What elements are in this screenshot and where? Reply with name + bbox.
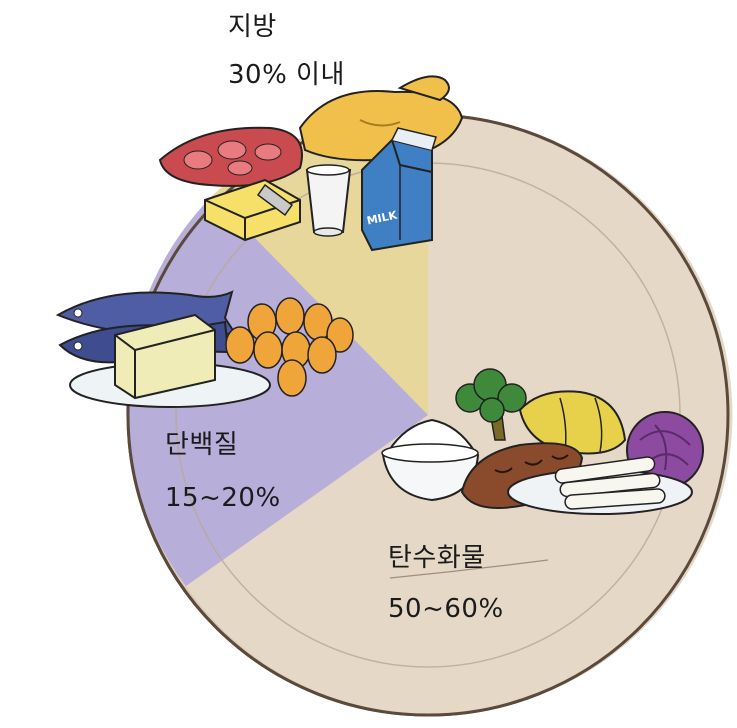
protein-label-name: 단백질: [165, 430, 239, 460]
protein-foods: [55, 290, 354, 408]
fat-label-range: 30% 이내: [228, 60, 345, 90]
carbohydrate-label-range: 50~60%: [388, 594, 504, 624]
milk-carton-label: MILK: [366, 208, 399, 227]
eggs-icon: [225, 297, 354, 397]
sweet-potatoes-icon: [518, 390, 627, 455]
carbohydrate-foods: [381, 368, 704, 579]
milk-carton-icon: MILK: [361, 127, 437, 252]
butter-block-icon: [204, 178, 301, 242]
rice-cake-plate-icon: [507, 456, 693, 515]
carbohydrate-underline: [389, 559, 549, 579]
fat-foods: MILK: [158, 75, 464, 252]
tofu-icon: [114, 313, 216, 400]
protein-wedge: [126, 195, 428, 586]
fat-label-name: 지방: [228, 12, 277, 42]
broccoli-icon: [455, 368, 527, 441]
milk-glass-icon: [305, 164, 352, 237]
carbohydrate-label-name: 탄수화물: [388, 543, 486, 573]
rice-bowl-icon: [381, 418, 480, 502]
carbohydrate-wedge: [186, 114, 733, 715]
protein-label-range: 15~20%: [165, 483, 281, 513]
meat-slice-icon: [158, 126, 303, 187]
